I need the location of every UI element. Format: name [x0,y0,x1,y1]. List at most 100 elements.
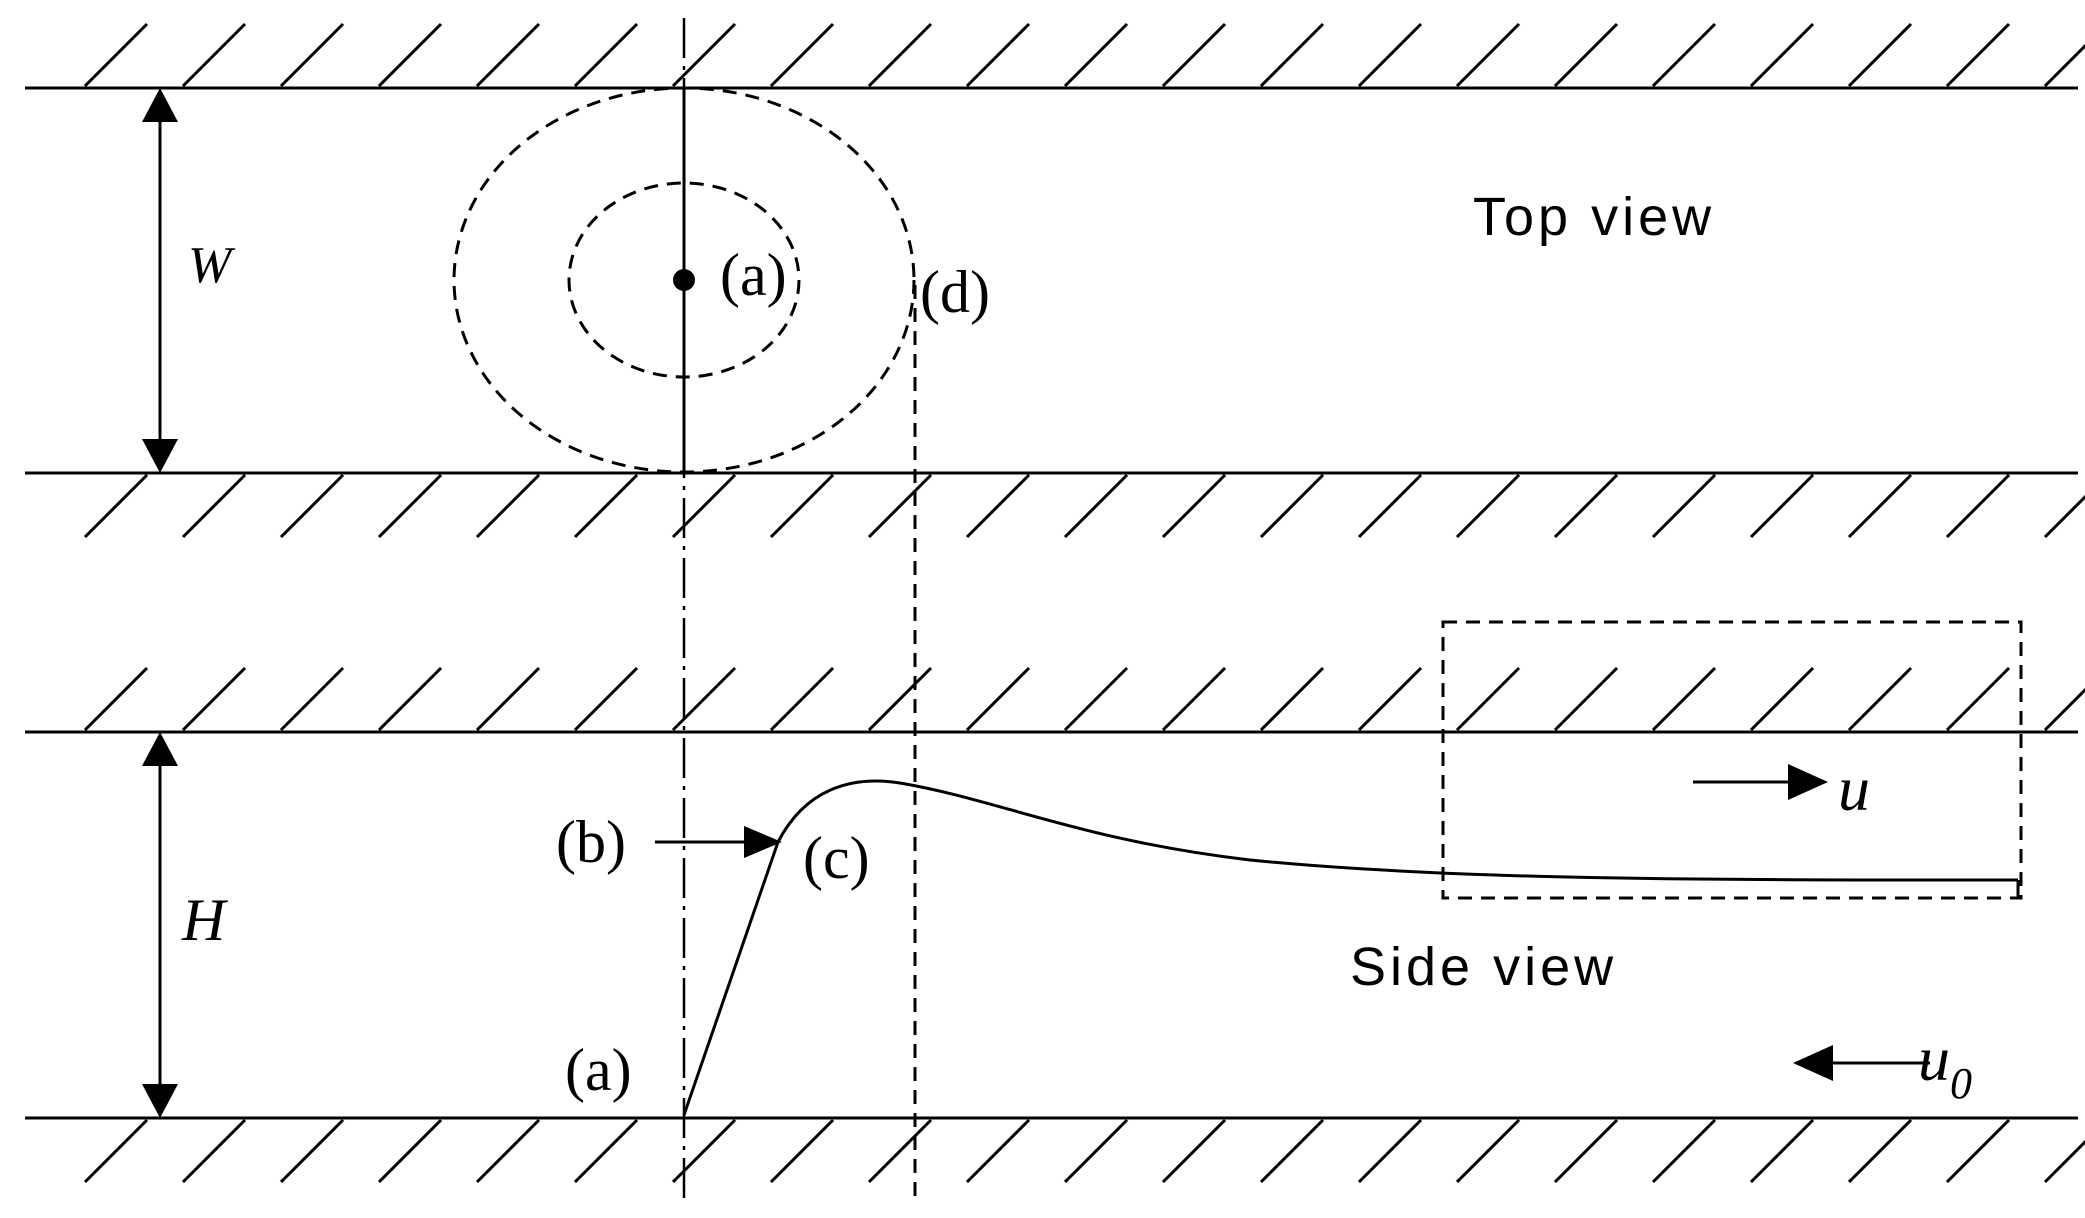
wall-hatch-line [671,1118,737,1184]
wall-hatch-line [2043,1139,2085,1184]
wall-hatch-line [1357,666,1423,732]
wall-hatch-line [377,473,443,539]
wall-hatch-line [1357,473,1423,539]
wall-hatch-line [2043,43,2085,88]
wall-hatch-line [1161,22,1227,88]
wall-hatch-line [279,22,345,88]
top-view-lower-wall [25,471,2085,539]
wall-hatch-line [1259,22,1325,88]
wall-hatch-line [1455,666,1521,732]
wall-hatch-line [1063,22,1129,88]
u-arrow-head [1788,764,1828,800]
wall-hatch-line [1847,1118,1913,1184]
wall-hatch-line [867,666,933,732]
wall-hatch-line [1945,22,2011,88]
wall-hatch-line [1063,1118,1129,1184]
wall-hatch-line [1553,22,1619,88]
point-a-side-label: (a) [565,1037,632,1103]
wall-hatch-line [1651,666,1717,732]
u0-arrow-head [1793,1045,1833,1081]
wall-hatch-line [867,473,933,539]
wall-hatch-line [1161,1118,1227,1184]
wall-hatch-line [1553,473,1619,539]
side-view-lower-wall [25,1116,2085,1184]
height-label: H [181,887,229,953]
wall-hatch-line [1651,473,1717,539]
wall-hatch-line [279,473,345,539]
velocity-u-label: u [1838,753,1870,824]
wall-hatch-line [1161,666,1227,732]
b-arrow-head [744,826,782,858]
point-b-label: (b) [556,809,626,875]
wall-hatch-line [1749,666,1815,732]
wall-hatch-line [671,22,737,88]
wall-hatch-line [965,1118,1031,1184]
wall-hatch-line [1945,666,2011,732]
wall-hatch-line [1749,1118,1815,1184]
wall-hatch-line [1847,666,1913,732]
wall-hatch-line [377,22,443,88]
side-view-upper-wall [25,666,2085,734]
wall-hatch-line [573,22,639,88]
wall-hatch-line [1063,473,1129,539]
wall-hatch-line [83,666,149,732]
wall-hatch-line [1651,22,1717,88]
outer-dashed-ellipse [452,86,916,474]
top-view-label: Top view [1473,187,1715,247]
side-view-label: Side view [1350,937,1617,997]
wall-hatch-line [965,473,1031,539]
wall-hatch-line [1259,473,1325,539]
wall-hatch-line [1553,666,1619,732]
wall-hatch-line [769,473,835,539]
wall-hatch-line [1749,473,1815,539]
point-a-top-label: (a) [720,242,787,308]
width-label: W [188,237,236,294]
wall-hatch-line [181,666,247,732]
wall-hatch-line [671,666,737,732]
wall-hatch-line [83,473,149,539]
jet-trajectory-curve [682,779,2019,1116]
wall-hatch-line [1455,473,1521,539]
point-d-label: (d) [920,259,990,325]
wall-hatch-line [377,666,443,732]
height-arrow-top-head [142,732,178,766]
wall-hatch-line [181,473,247,539]
wall-hatch-line [181,1118,247,1184]
velocity-u0-label: u0 [1918,1023,1972,1108]
wall-hatch-line [1455,22,1521,88]
wall-hatch-line [1749,22,1815,88]
wall-hatch-line [279,666,345,732]
wall-hatch-line [1357,22,1423,88]
wall-hatch-line [1259,1118,1325,1184]
wall-hatch-line [1161,473,1227,539]
wall-hatch-line [867,1118,933,1184]
wall-hatch-line [1847,22,1913,88]
wall-hatch-line [965,22,1031,88]
velocity-u0-main: u [1918,1023,1950,1094]
top-view-upper-wall [25,22,2085,90]
wall-hatch-line [1357,1118,1423,1184]
wall-hatch-line [573,473,639,539]
wall-hatch-line [1063,666,1129,732]
velocity-u0-subscript: 0 [1950,1059,1972,1108]
wall-hatch-line [475,666,541,732]
source-point [673,269,695,291]
inner-dashed-ellipse [567,181,801,379]
wall-hatch-line [1945,1118,2011,1184]
wall-hatch-line [965,666,1031,732]
height-arrow-bottom-head [142,1084,178,1118]
point-c-label: (c) [803,825,870,891]
wall-hatch-line [475,473,541,539]
wall-hatch-line [83,1118,149,1184]
width-arrow-top-head [142,88,178,122]
wall-hatch-line [769,1118,835,1184]
wall-hatch-line [475,1118,541,1184]
wall-hatch-line [769,666,835,732]
wall-hatch-line [181,22,247,88]
far-field-dashed-box [1441,620,2023,900]
wall-hatch-line [1945,473,2011,539]
wall-hatch-line [1847,473,1913,539]
wall-hatch-line [867,22,933,88]
wall-hatch-line [573,666,639,732]
